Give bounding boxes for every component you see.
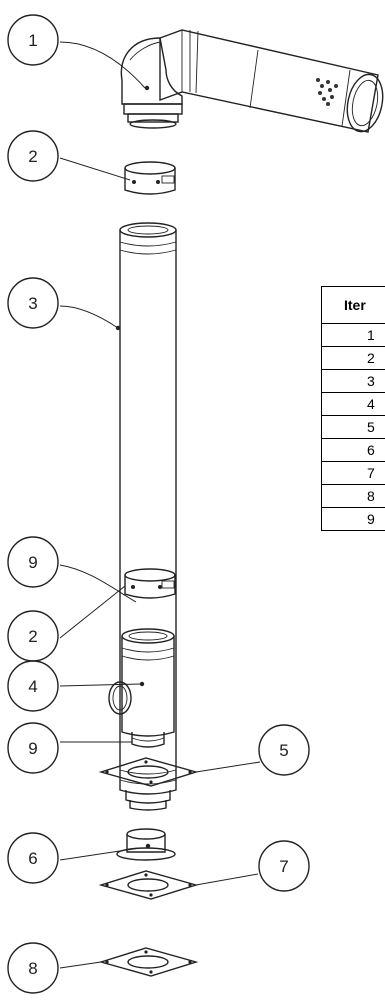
svg-text:2: 2	[28, 627, 37, 646]
balloon-9-lower: 9	[7, 722, 59, 774]
balloon-7: 7	[258, 840, 310, 892]
part-4-tee	[108, 628, 175, 737]
balloon-6: 6	[7, 832, 59, 884]
svg-text:7: 7	[279, 857, 288, 876]
part-9-lower-ring	[131, 732, 165, 748]
balloon-2-lower: 2	[7, 610, 59, 662]
svg-text:6: 6	[28, 849, 37, 868]
leader-lines	[59, 41, 261, 969]
balloon-1: 1	[7, 14, 59, 66]
svg-text:8: 8	[28, 959, 37, 978]
balloon-4: 4	[7, 660, 59, 712]
part-2-coupling-top	[124, 161, 176, 195]
balloon-2-top: 2	[7, 130, 59, 182]
part-6-collar	[116, 828, 176, 861]
part-7-plate	[98, 870, 199, 900]
balloon-9-upper: 9	[7, 536, 59, 588]
part-2-coupling-lower	[124, 568, 176, 599]
balloon-8: 8	[7, 942, 59, 994]
svg-text:9: 9	[28, 553, 37, 572]
svg-text:1: 1	[28, 31, 37, 50]
part-5-plate	[98, 757, 199, 787]
svg-text:4: 4	[28, 677, 37, 696]
part-8-plate	[98, 947, 199, 977]
balloon-5: 5	[258, 724, 310, 776]
svg-text:5: 5	[279, 741, 288, 760]
svg-text:9: 9	[28, 739, 37, 758]
part-3-long-pipe	[115, 222, 177, 811]
balloon-3: 3	[7, 277, 59, 329]
svg-text:3: 3	[28, 294, 37, 313]
part-1-elbow-pipe	[120, 29, 384, 133]
svg-text:2: 2	[28, 147, 37, 166]
